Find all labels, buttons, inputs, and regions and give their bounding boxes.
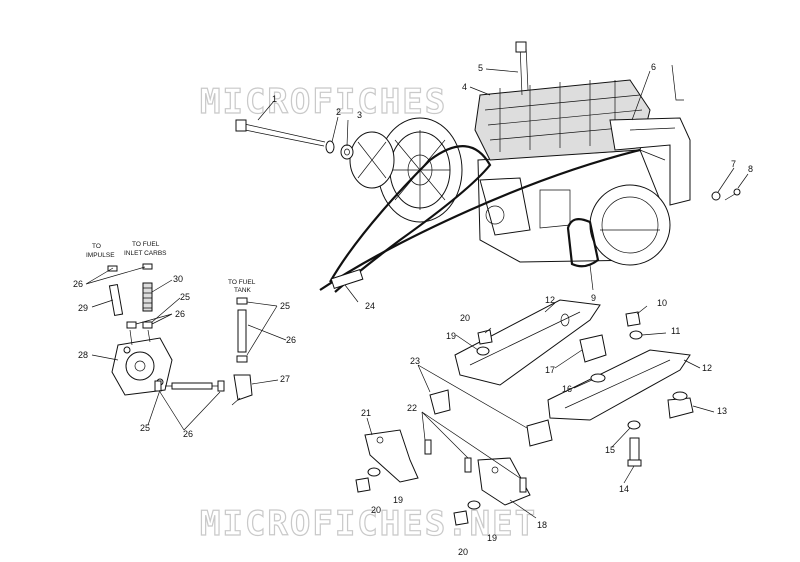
note-to-carbs-line2: INLET CARBS	[124, 250, 167, 257]
callout-7: 7	[731, 159, 736, 169]
callout-19-top: 19	[446, 331, 456, 341]
callout-30: 30	[173, 274, 183, 284]
callout-29: 29	[78, 303, 88, 313]
callout-25-tank: 25	[280, 301, 290, 311]
engine-mounts	[355, 299, 694, 526]
callout-20-mid: 20	[371, 505, 381, 515]
callout-21: 21	[361, 408, 371, 418]
callout-3: 3	[357, 110, 362, 120]
callout-1: 1	[272, 94, 277, 104]
callout-18: 18	[537, 520, 547, 530]
callout-numbers: 1 2 3 4 5 6 7 8 9 10 11 12 12 13 14 15 1…	[73, 62, 753, 557]
callout-26-left: 26	[73, 279, 83, 289]
watermark-bottom: MICROFICHES.NET	[200, 504, 537, 544]
callout-26-tank: 26	[286, 335, 296, 345]
callout-8: 8	[748, 164, 753, 174]
callout-22: 22	[407, 403, 417, 413]
callout-20-top: 20	[460, 313, 470, 323]
note-to-impulse-line2: IMPULSE	[86, 252, 115, 259]
note-to-impulse-line1: TO	[92, 243, 101, 250]
callout-11: 11	[671, 326, 680, 336]
callout-19-bottom: 19	[487, 533, 497, 543]
note-to-tank-line1: TO FUEL	[228, 279, 256, 286]
callout-13: 13	[717, 406, 727, 416]
callout-25-pump: 25	[180, 292, 190, 302]
engine-assembly	[235, 41, 741, 293]
callout-4: 4	[462, 82, 467, 92]
callout-26-bottom: 26	[183, 429, 193, 439]
callout-5: 5	[478, 63, 483, 73]
callout-28: 28	[78, 350, 88, 360]
callout-14: 14	[619, 484, 629, 494]
callout-17: 17	[545, 365, 555, 375]
note-to-tank-line2: TANK	[234, 287, 252, 294]
callout-9: 9	[591, 293, 596, 303]
callout-12-right: 12	[702, 363, 712, 373]
callout-27: 27	[280, 374, 290, 384]
callout-15: 15	[605, 445, 615, 455]
leader-lines	[85, 68, 749, 519]
fuel-pump-assembly	[107, 263, 253, 406]
callout-19-mid: 19	[393, 495, 403, 505]
callout-25-bottom: 25	[140, 423, 150, 433]
callout-6: 6	[651, 62, 656, 72]
callout-2: 2	[336, 107, 341, 117]
watermark-top: MICROFICHES	[200, 82, 447, 122]
callout-12-top: 12	[545, 295, 555, 305]
note-to-carbs-line1: TO FUEL	[132, 241, 160, 248]
callout-24: 24	[365, 301, 375, 311]
callout-20-bottom: 20	[458, 547, 468, 557]
callout-23: 23	[410, 356, 420, 366]
callout-10: 10	[657, 298, 667, 308]
callout-16: 16	[562, 384, 572, 394]
callout-26-pump: 26	[175, 309, 185, 319]
